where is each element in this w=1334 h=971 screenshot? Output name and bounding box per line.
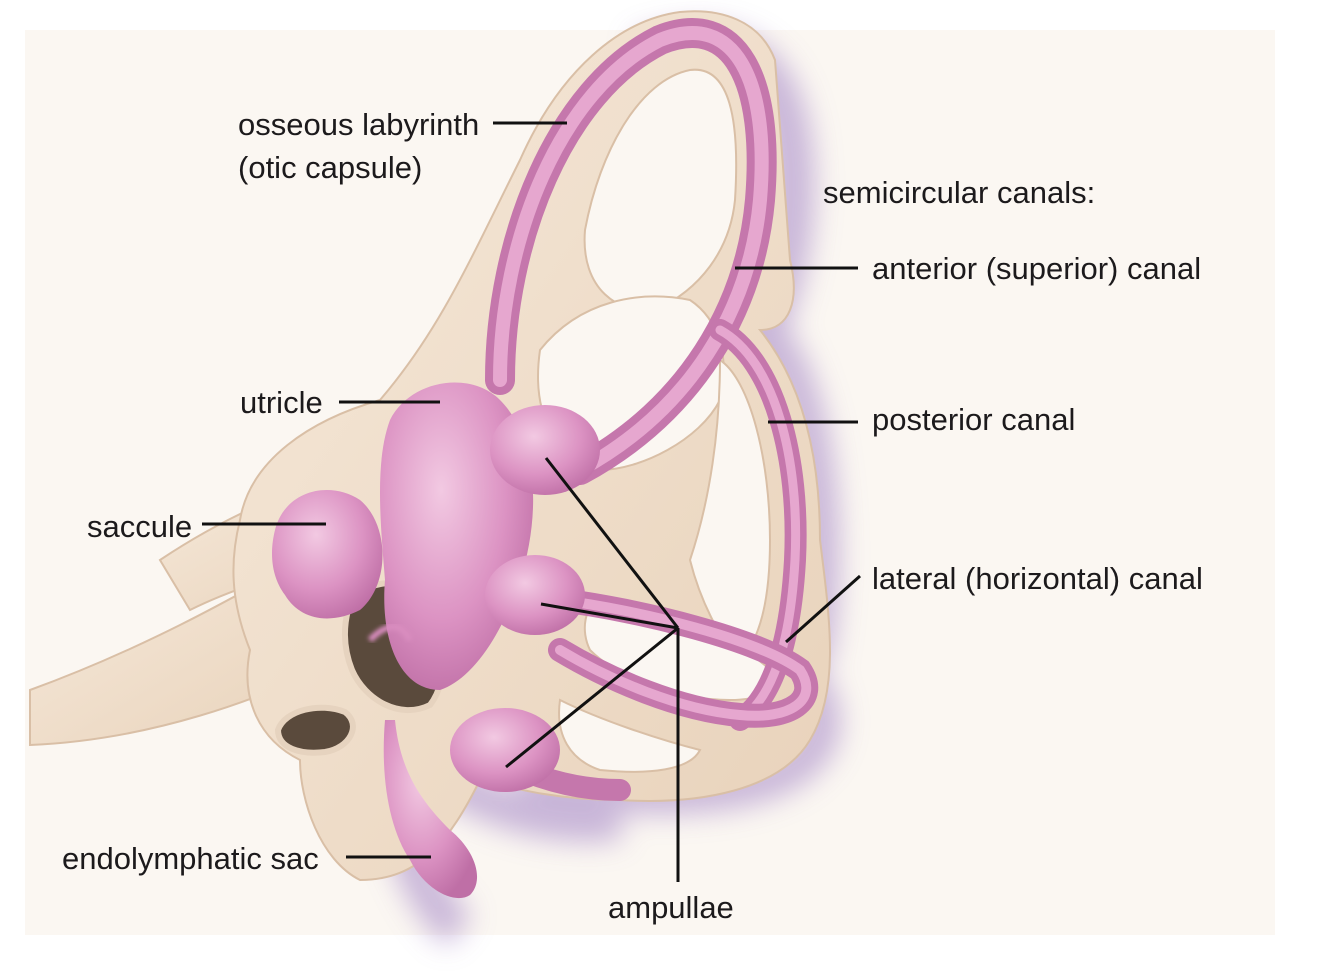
- label-endolymphatic-sac: endolymphatic sac: [62, 841, 319, 876]
- label-osseous-labyrinth: osseous labyrinth: [238, 107, 479, 142]
- label-utricle: utricle: [240, 385, 323, 420]
- label-posterior-canal: posterior canal: [872, 402, 1075, 437]
- label-lateral-canal: lateral (horizontal) canal: [872, 561, 1203, 596]
- label-anterior-canal: anterior (superior) canal: [872, 251, 1201, 286]
- label-semicircular-canals: semicircular canals:: [823, 175, 1095, 210]
- label-ampullae: ampullae: [608, 890, 734, 925]
- label-otic-capsule: (otic capsule): [238, 150, 422, 185]
- label-saccule: saccule: [87, 509, 192, 544]
